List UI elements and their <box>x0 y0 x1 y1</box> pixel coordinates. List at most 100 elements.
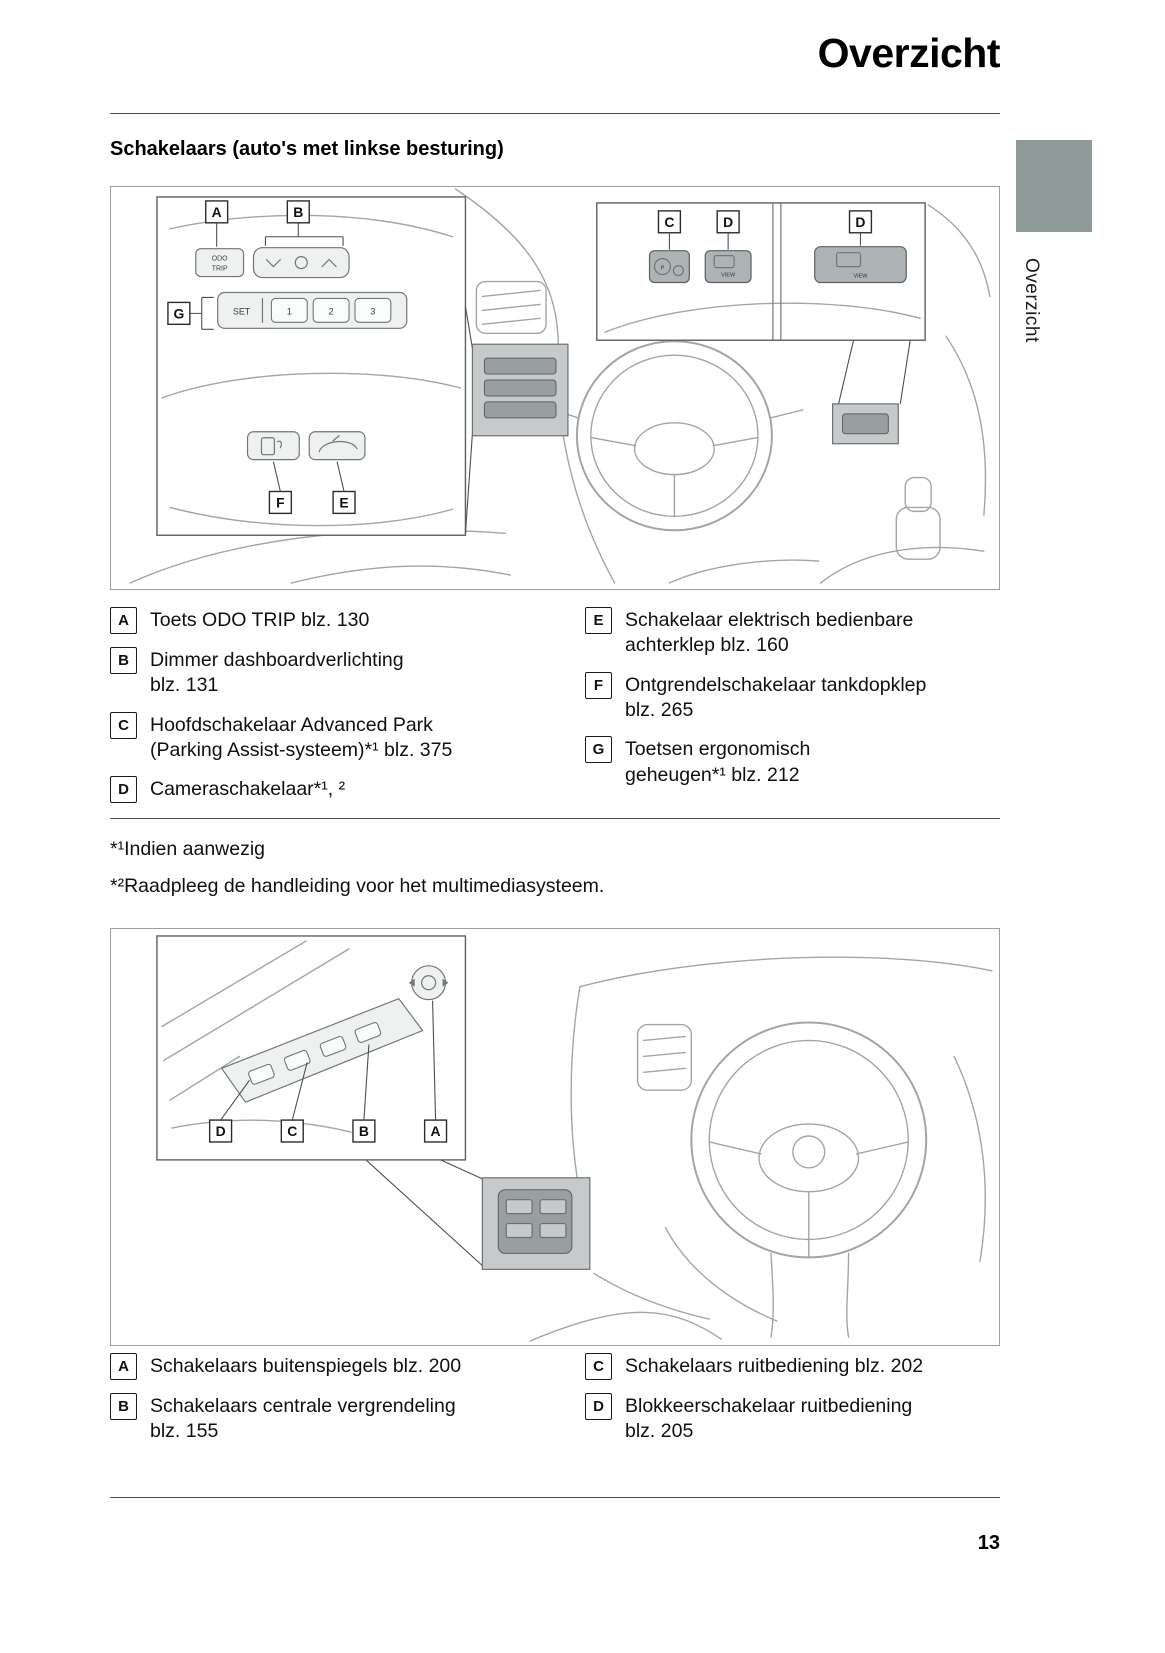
svg-text:3: 3 <box>370 306 375 316</box>
key-box-g: G <box>585 736 612 764</box>
panel-location-inset <box>464 306 569 534</box>
legend-column-right: E Schakelaar elektrisch bedienbare achte… <box>585 606 1000 815</box>
legend-column-left: A Toets ODO TRIP blz. 130 B Dimmer dashb… <box>110 606 585 815</box>
advanced-park-icon <box>653 258 672 276</box>
legend-text: Toetsen ergonomisch geheugen*¹ blz. 212 <box>625 738 811 786</box>
callout-g: G <box>167 296 214 330</box>
legend-item-g: G Toetsen ergonomisch geheugen*¹ blz. 21… <box>585 735 1000 788</box>
svg-text:G: G <box>173 305 184 321</box>
svg-text:E: E <box>339 494 348 510</box>
svg-text:P: P <box>661 266 665 272</box>
svg-text:D: D <box>723 214 733 230</box>
legend-column-right: C Schakelaars ruitbediening blz. 202 D B… <box>585 1352 1000 1457</box>
svg-text:1: 1 <box>287 306 292 316</box>
legend-text: Schakelaar elektrisch bedienbare achterk… <box>625 609 914 657</box>
mirror-control-dial <box>408 965 449 1001</box>
key-box-c: C <box>585 1353 612 1380</box>
legend-dashboard-switches: A Toets ODO TRIP blz. 130 B Dimmer dashb… <box>110 606 1000 815</box>
chapter-tab-label: Overzicht <box>1021 258 1042 343</box>
camera-switch-small: VIEW <box>704 250 752 284</box>
camera-view-icon <box>835 252 862 268</box>
callout-a: A <box>423 1000 448 1143</box>
fuel-door-switch <box>246 431 300 461</box>
legend-text: Hoofdschakelaar Advanced Park (Parking A… <box>150 713 453 762</box>
title-divider <box>110 113 1000 114</box>
legend-item-f: F Ontgrendelschakelaar tankdopklep blz. … <box>585 671 1000 724</box>
memory-buttons: SET 1 2 3 <box>217 291 408 329</box>
footnotes: *¹Indien aanwezig *²Raadpleeg de handlei… <box>110 838 1000 912</box>
svg-text:C: C <box>664 214 674 230</box>
fuel-pump-icon <box>260 437 275 456</box>
tailgate-switch <box>308 431 366 461</box>
key-box-a: A <box>110 1353 137 1380</box>
svg-text:A: A <box>431 1123 441 1139</box>
tailgate-icon <box>318 441 358 453</box>
arrow-right-icon <box>442 978 449 987</box>
steering-wheel <box>547 340 804 532</box>
chevron-up-icon <box>321 258 337 268</box>
key-box-c: C <box>110 711 137 739</box>
legend-text: Ontgrendelschakelaar tankdopklep blz. 26… <box>625 673 927 722</box>
key-box-d: D <box>585 1393 612 1420</box>
steering-wheel <box>690 1021 928 1338</box>
dimmer-switch <box>252 247 350 279</box>
callout-d: D <box>208 1079 250 1143</box>
svg-text:VIEW: VIEW <box>721 273 736 279</box>
door-switches-drawing: D C B A <box>156 935 993 1342</box>
key-box-f: F <box>585 671 612 699</box>
legend-item-c: C Schakelaars ruitbediening blz. 202 <box>585 1352 1000 1380</box>
legend-item-d: D Blokkeerschakelaar ruitbediening blz. … <box>585 1392 1000 1445</box>
dashboard-switches-drawing: A ODO TRIP B <box>129 188 991 584</box>
key-box-d: D <box>110 776 137 804</box>
park-camera-switch-panel: P VIEW C D <box>596 202 926 341</box>
key-box-e: E <box>585 607 612 634</box>
odo-trip-button: ODO TRIP <box>195 248 245 278</box>
legend-text: Cameraschakelaar*¹, ² <box>150 778 346 801</box>
key-box-a: A <box>110 607 137 634</box>
legend-item-d: D Cameraschakelaar*¹, ² <box>110 775 585 804</box>
arrow-left-icon <box>408 978 415 987</box>
svg-text:D: D <box>855 214 865 230</box>
svg-text:F: F <box>276 494 285 510</box>
svg-text:C: C <box>287 1123 297 1139</box>
svg-text:B: B <box>359 1123 369 1139</box>
svg-text:SET: SET <box>233 306 251 316</box>
dimmer-icon <box>294 256 308 270</box>
page-title: Overzicht <box>817 30 1001 76</box>
callout-c: C <box>280 1062 308 1143</box>
legend-item-c: C Hoofdschakelaar Advanced Park (Parking… <box>110 711 585 764</box>
footnote-1: *¹Indien aanwezig <box>110 838 266 860</box>
window-switches <box>248 1022 382 1085</box>
callout-f: F <box>268 461 293 515</box>
driver-switch-panel: A ODO TRIP B <box>156 196 467 536</box>
legend-item-b: B Dimmer dashboardverlichting blz. 131 <box>110 646 585 699</box>
dashboard-switches-figure: A ODO TRIP B <box>110 186 1000 590</box>
legend-item-a: A Toets ODO TRIP blz. 130 <box>110 606 585 634</box>
callout-b: B <box>352 1044 376 1143</box>
section-heading: Schakelaars (auto's met linkse besturing… <box>110 138 504 160</box>
legend-column-left: A Schakelaars buitenspiegels blz. 200 B … <box>110 1352 585 1457</box>
footer-divider <box>110 1497 1000 1498</box>
air-vent <box>475 280 547 334</box>
door-switches-figure: D C B A <box>110 928 1000 1346</box>
svg-text:2: 2 <box>329 306 334 316</box>
legend-text: Dimmer dashboardverlichting blz. 131 <box>150 649 404 697</box>
legend-divider <box>110 818 1000 819</box>
legend-door-switches: A Schakelaars buitenspiegels blz. 200 B … <box>110 1352 1000 1457</box>
svg-text:A: A <box>212 204 222 220</box>
key-box-b: B <box>110 647 137 674</box>
svg-text:B: B <box>293 204 303 220</box>
legend-text: Schakelaars buitenspiegels blz. 200 <box>150 1355 462 1377</box>
svg-text:D: D <box>216 1123 226 1139</box>
legend-item-e: E Schakelaar elektrisch bedienbare achte… <box>585 606 1000 659</box>
door-switch-panel: D C B A <box>156 935 467 1161</box>
camera-switch-large: VIEW <box>814 246 907 284</box>
legend-text: Blokkeerschakelaar ruitbediening blz. 20… <box>625 1395 913 1443</box>
callout-b: B <box>264 200 344 246</box>
air-vent <box>636 1023 693 1091</box>
legend-text: Toets ODO TRIP blz. 130 <box>150 609 370 631</box>
svg-text:TRIP: TRIP <box>212 266 228 273</box>
door-panel-location-inset <box>365 1159 591 1270</box>
chevron-down-icon <box>265 259 281 268</box>
